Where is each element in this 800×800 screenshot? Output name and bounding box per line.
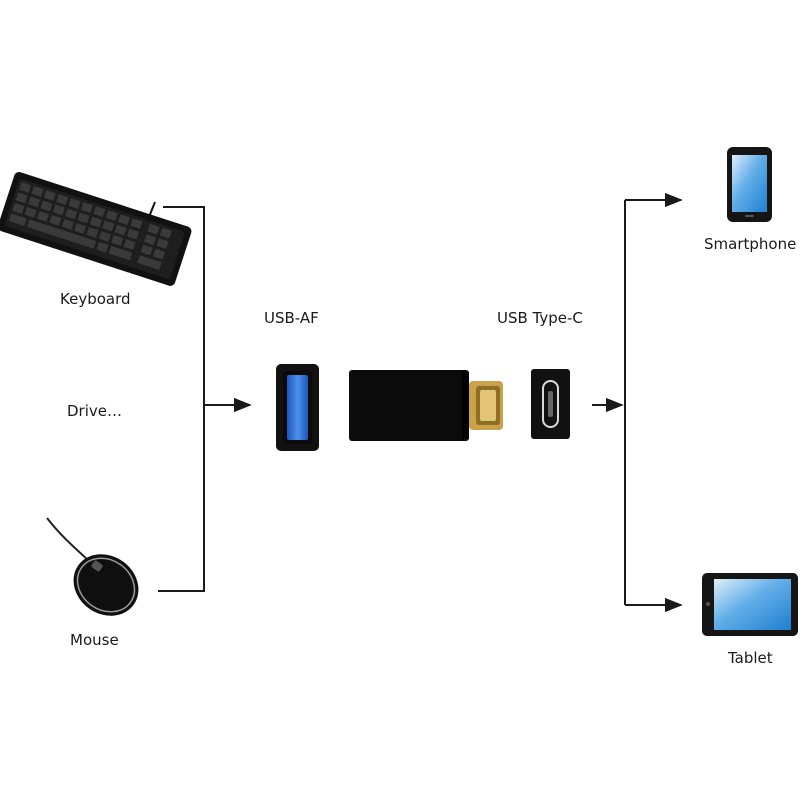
usb-af-port-icon <box>276 364 319 451</box>
usb-c-label: USB Type-C <box>497 309 583 327</box>
tablet-label: Tablet <box>728 649 773 667</box>
smartphone-label: Smartphone <box>704 235 797 253</box>
adapter-icon <box>349 370 503 441</box>
usb-c-port-icon <box>531 369 570 439</box>
smartphone-icon <box>727 147 772 222</box>
usb-af-label: USB-AF <box>264 309 319 327</box>
right-connector-lines <box>592 192 683 613</box>
mouse-icon <box>46 517 139 616</box>
drive-label: Drive… <box>67 402 122 420</box>
keyboard-icon <box>0 172 192 286</box>
left-connector-lines <box>158 206 252 592</box>
mouse-label: Mouse <box>70 631 119 649</box>
tablet-icon <box>702 573 798 636</box>
keyboard-label: Keyboard <box>60 290 131 308</box>
keyboard-cable <box>146 201 156 223</box>
